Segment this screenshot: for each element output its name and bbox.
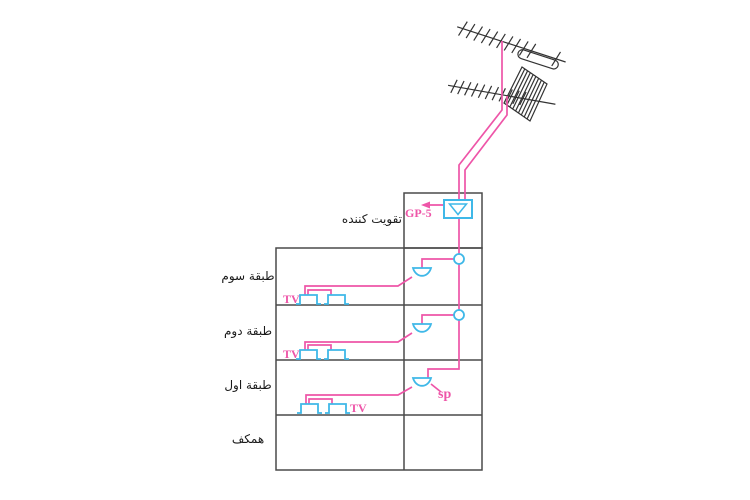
- riser-tap-circle-second: [453, 309, 465, 321]
- distribution-devices: [296, 199, 473, 414]
- outlet-run-third-floor: [304, 276, 413, 295]
- corner-reflector: [503, 66, 548, 122]
- floor-label-ground: همکف: [231, 432, 265, 446]
- tv-outlet: [296, 294, 321, 305]
- antenna-boom: [457, 26, 566, 63]
- tv-outlet-label-first: TV: [350, 401, 367, 415]
- amplifier-triangle-icon: [447, 203, 469, 216]
- folded-dipole: [517, 49, 559, 70]
- splitter-first-floor-sp: [411, 377, 433, 387]
- cable-feed-lower-antenna: [464, 96, 508, 200]
- tap-splitter-second-floor: [411, 323, 433, 333]
- floor-label-third: طبقة سوم: [221, 269, 275, 283]
- yagi-antenna-upper: [457, 21, 566, 70]
- yagi-antenna-lower: [447, 66, 556, 122]
- tv-outlet-label-third: TV: [283, 292, 300, 306]
- sp-leader-line: [430, 383, 442, 393]
- amplifier-symbol: [443, 199, 473, 219]
- amplifier-model-label: GP-5: [405, 206, 432, 220]
- branch-second-floor: [421, 314, 459, 324]
- riser-tap-circle-third: [453, 253, 465, 265]
- cable-riser: [427, 218, 460, 378]
- branch-third-floor: [421, 258, 459, 268]
- coaxial-cabling: [304, 41, 508, 404]
- building-grid: [275, 192, 483, 471]
- floor-label-second: طبقة دوم: [223, 324, 273, 338]
- outlet-run-first-floor: [305, 386, 413, 404]
- cable-feed-upper-antenna: [458, 41, 503, 200]
- tap-splitter-third-floor: [411, 267, 433, 277]
- tv-outlet: [296, 349, 321, 360]
- outlet-bridge-second-floor: [307, 344, 332, 350]
- tv-outlet: [324, 294, 349, 305]
- outlet-bridge-third-floor: [307, 289, 332, 295]
- building-outline: [275, 247, 483, 471]
- outlet-bridge-first-floor: [308, 398, 333, 404]
- splitter-label: sp: [438, 387, 452, 402]
- outlet-run-second-floor: [304, 332, 413, 350]
- tv-outlet: [325, 403, 350, 414]
- gp5-arrow-head: [421, 201, 430, 209]
- tv-outlet-label-second: TV: [283, 347, 300, 361]
- tv-outlet: [297, 403, 322, 414]
- tv-outlet: [324, 349, 349, 360]
- amplifier-label: تقویت کننده: [341, 212, 402, 226]
- floor-label-first: طبقة اول: [224, 378, 272, 392]
